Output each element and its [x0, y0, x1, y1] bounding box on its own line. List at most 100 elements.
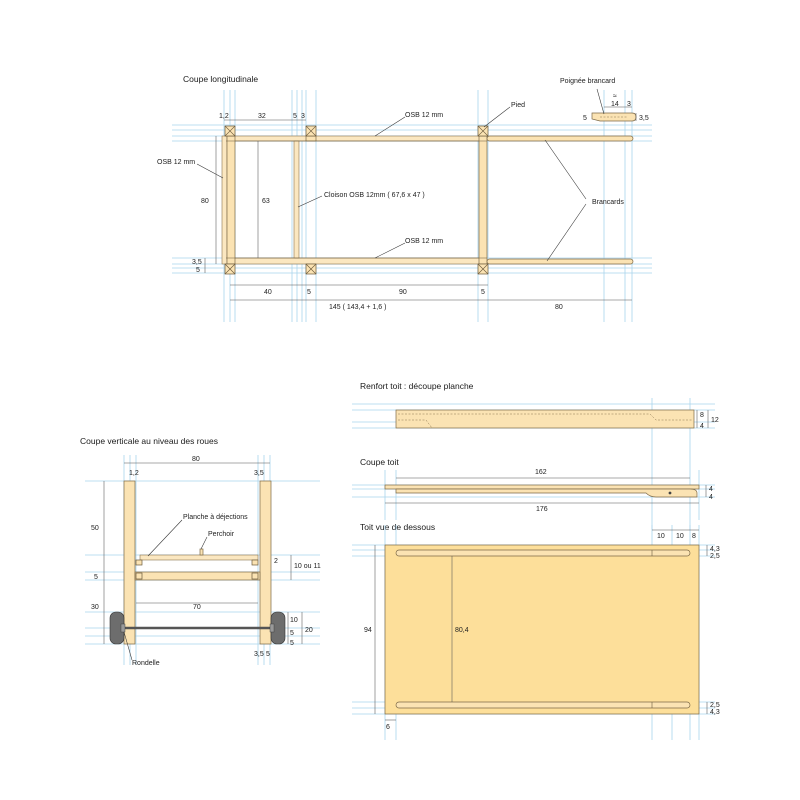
roof-reinforcement: Renfort toit : découpe planche 8 4 12: [352, 381, 719, 530]
right-post: [478, 135, 488, 265]
roof-reinforcement-bottom: [395, 701, 691, 709]
longitudinal-guides: [172, 90, 652, 322]
dimension-d5d: 5: [481, 289, 485, 296]
dimension-d40: 40: [264, 289, 272, 296]
dimension-d5c: 5: [307, 289, 311, 296]
dimension-d80b: 80: [555, 304, 563, 311]
dimension-d80: 80: [192, 456, 200, 463]
roof-section: Coupe toit 162 176 4 4: [352, 457, 715, 520]
dimension-d50: 50: [91, 525, 99, 532]
label-cloison: Cloison OSB 12mm ( 67,6 x 47 ): [324, 192, 425, 199]
dimension-d8: 8: [692, 533, 696, 540]
dimension-d5h: 5: [583, 115, 587, 122]
longitudinal-title: Coupe longitudinale: [183, 74, 258, 84]
osb-left-panel: [221, 135, 228, 265]
label-pied: Pied: [511, 102, 525, 109]
dimension-approx: ≈: [613, 93, 617, 100]
right-post-vertical: [259, 480, 272, 645]
dimension-d5: 5: [94, 574, 98, 581]
dimension-d1-2: 1,2: [219, 113, 229, 120]
label-perchoir: Perchoir: [208, 531, 235, 538]
dimension-d12: 12: [711, 417, 719, 424]
coupetoit-dimensions: 162 176 4 4: [385, 469, 713, 513]
dimension-d5c: 5: [266, 651, 270, 658]
dimension-d20: 20: [305, 627, 313, 634]
left-post: [226, 135, 236, 265]
label-planche: Planche à déjections: [183, 514, 248, 521]
dimension-d4a: 4: [709, 486, 713, 493]
roof-underside-view: Toit vue de dessous 10 10 8 94: [352, 522, 720, 740]
dimension-d63: 63: [262, 198, 270, 205]
middle-top-beam: [305, 135, 317, 142]
osb-top-panel: [225, 135, 487, 142]
roof-reinforcement-top: [395, 549, 691, 557]
label-rondelle: Rondelle: [132, 660, 160, 667]
label-osb-side: OSB 12 mm: [157, 159, 195, 166]
osb-bottom-panel: [225, 257, 487, 265]
roof-board-section: [384, 484, 700, 490]
dimension-d5b: 5: [290, 640, 294, 647]
vertical-section: Coupe verticale au niveau des roues: [80, 436, 321, 667]
renfort-title: Renfort toit : découpe planche: [360, 381, 474, 391]
dimension-d80-4: 80,4: [455, 627, 469, 634]
dimension-d5b: 5: [196, 267, 200, 274]
dimension-d80: 80: [201, 198, 209, 205]
dimension-d3-5: 3,5: [254, 470, 264, 477]
vertical-dimensions: 80 1,2 3,5 50 5 30 70 2 10 ou 11 10 5 5 …: [91, 456, 321, 658]
vertical-title: Coupe verticale au niveau des roues: [80, 436, 218, 446]
dimension-d3b: 3: [627, 101, 631, 108]
label-osb-bottom: OSB 12 mm: [405, 238, 443, 245]
dimension-d2-5b: 2,5: [710, 702, 720, 709]
top-stretcher: [486, 135, 634, 142]
dimension-d30: 30: [91, 604, 99, 611]
dimension-d10ou11: 10 ou 11: [294, 563, 321, 570]
left-post-vertical: [123, 480, 136, 645]
roof-reinforcement-profile: [395, 488, 698, 498]
dimension-d2-5a: 2,5: [710, 553, 720, 560]
dimension-d4-3a: 4,3: [710, 546, 720, 553]
bottom-stretcher: [486, 258, 634, 265]
dimension-d6: 6: [386, 724, 390, 731]
vertical-labels: Planche à déjections Perchoir Rondelle: [123, 514, 248, 667]
top-leg-boxes: [224, 125, 489, 137]
dimension-d3-5: 3,5: [192, 259, 202, 266]
toitdessous-title: Toit vue de dessous: [360, 522, 435, 532]
label-brancards: Brancards: [592, 199, 624, 206]
dimension-d4-3b: 4,3: [710, 709, 720, 716]
fixing-hole: [668, 491, 672, 495]
dimension-d4b: 4: [709, 494, 713, 501]
partition-panel: [293, 140, 300, 259]
dimension-d2: 2: [274, 558, 278, 565]
washer: [120, 623, 126, 633]
label-osb-top: OSB 12 mm: [405, 112, 443, 119]
toitdessous-dimensions: 10 10 8 94 80,4 4,3 2,5 2,5 4,3 6: [364, 529, 720, 731]
dimension-d4: 4: [700, 423, 704, 430]
dimension-d90: 90: [399, 289, 407, 296]
renfort-board: [395, 409, 695, 429]
vertical-frame: [109, 480, 286, 645]
perch: [199, 548, 204, 556]
dimension-d1-2: 1,2: [129, 470, 139, 477]
longitudinal-frame: [221, 112, 637, 275]
renfort-dimensions: 8 4 12: [696, 410, 719, 430]
dimension-d3-5h: 3,5: [639, 115, 649, 122]
dimension-d176: 176: [536, 506, 548, 513]
dimension-d10a: 10: [657, 533, 665, 540]
coupetoit-title: Coupe toit: [360, 457, 399, 467]
dimension-d94: 94: [364, 627, 372, 634]
dimension-d10: 10: [290, 617, 298, 624]
dimension-d70: 70: [193, 604, 201, 611]
dimension-d145: 145 ( 143,4 + 1,6 ): [329, 304, 386, 311]
longitudinal-dimensions: 1,2 32 5 3 80 63 3,5 5 40 5 90 5 145 ( 1…: [192, 93, 649, 311]
label-poignee: Poignée brancard: [560, 78, 615, 85]
dimension-d8: 8: [700, 412, 704, 419]
dimension-d5a: 5: [290, 630, 294, 637]
dimension-d162: 162: [535, 469, 547, 476]
longitudinal-section: Coupe longitudinale: [157, 74, 652, 322]
longitudinal-labels: OSB 12 mm OSB 12 mm OSB 12 mm Pied Clois…: [157, 78, 624, 262]
dimension-d10b: 10: [676, 533, 684, 540]
dimension-d5: 5: [293, 113, 297, 120]
dimension-d14: 14: [611, 101, 619, 108]
floor-board: [134, 571, 261, 581]
